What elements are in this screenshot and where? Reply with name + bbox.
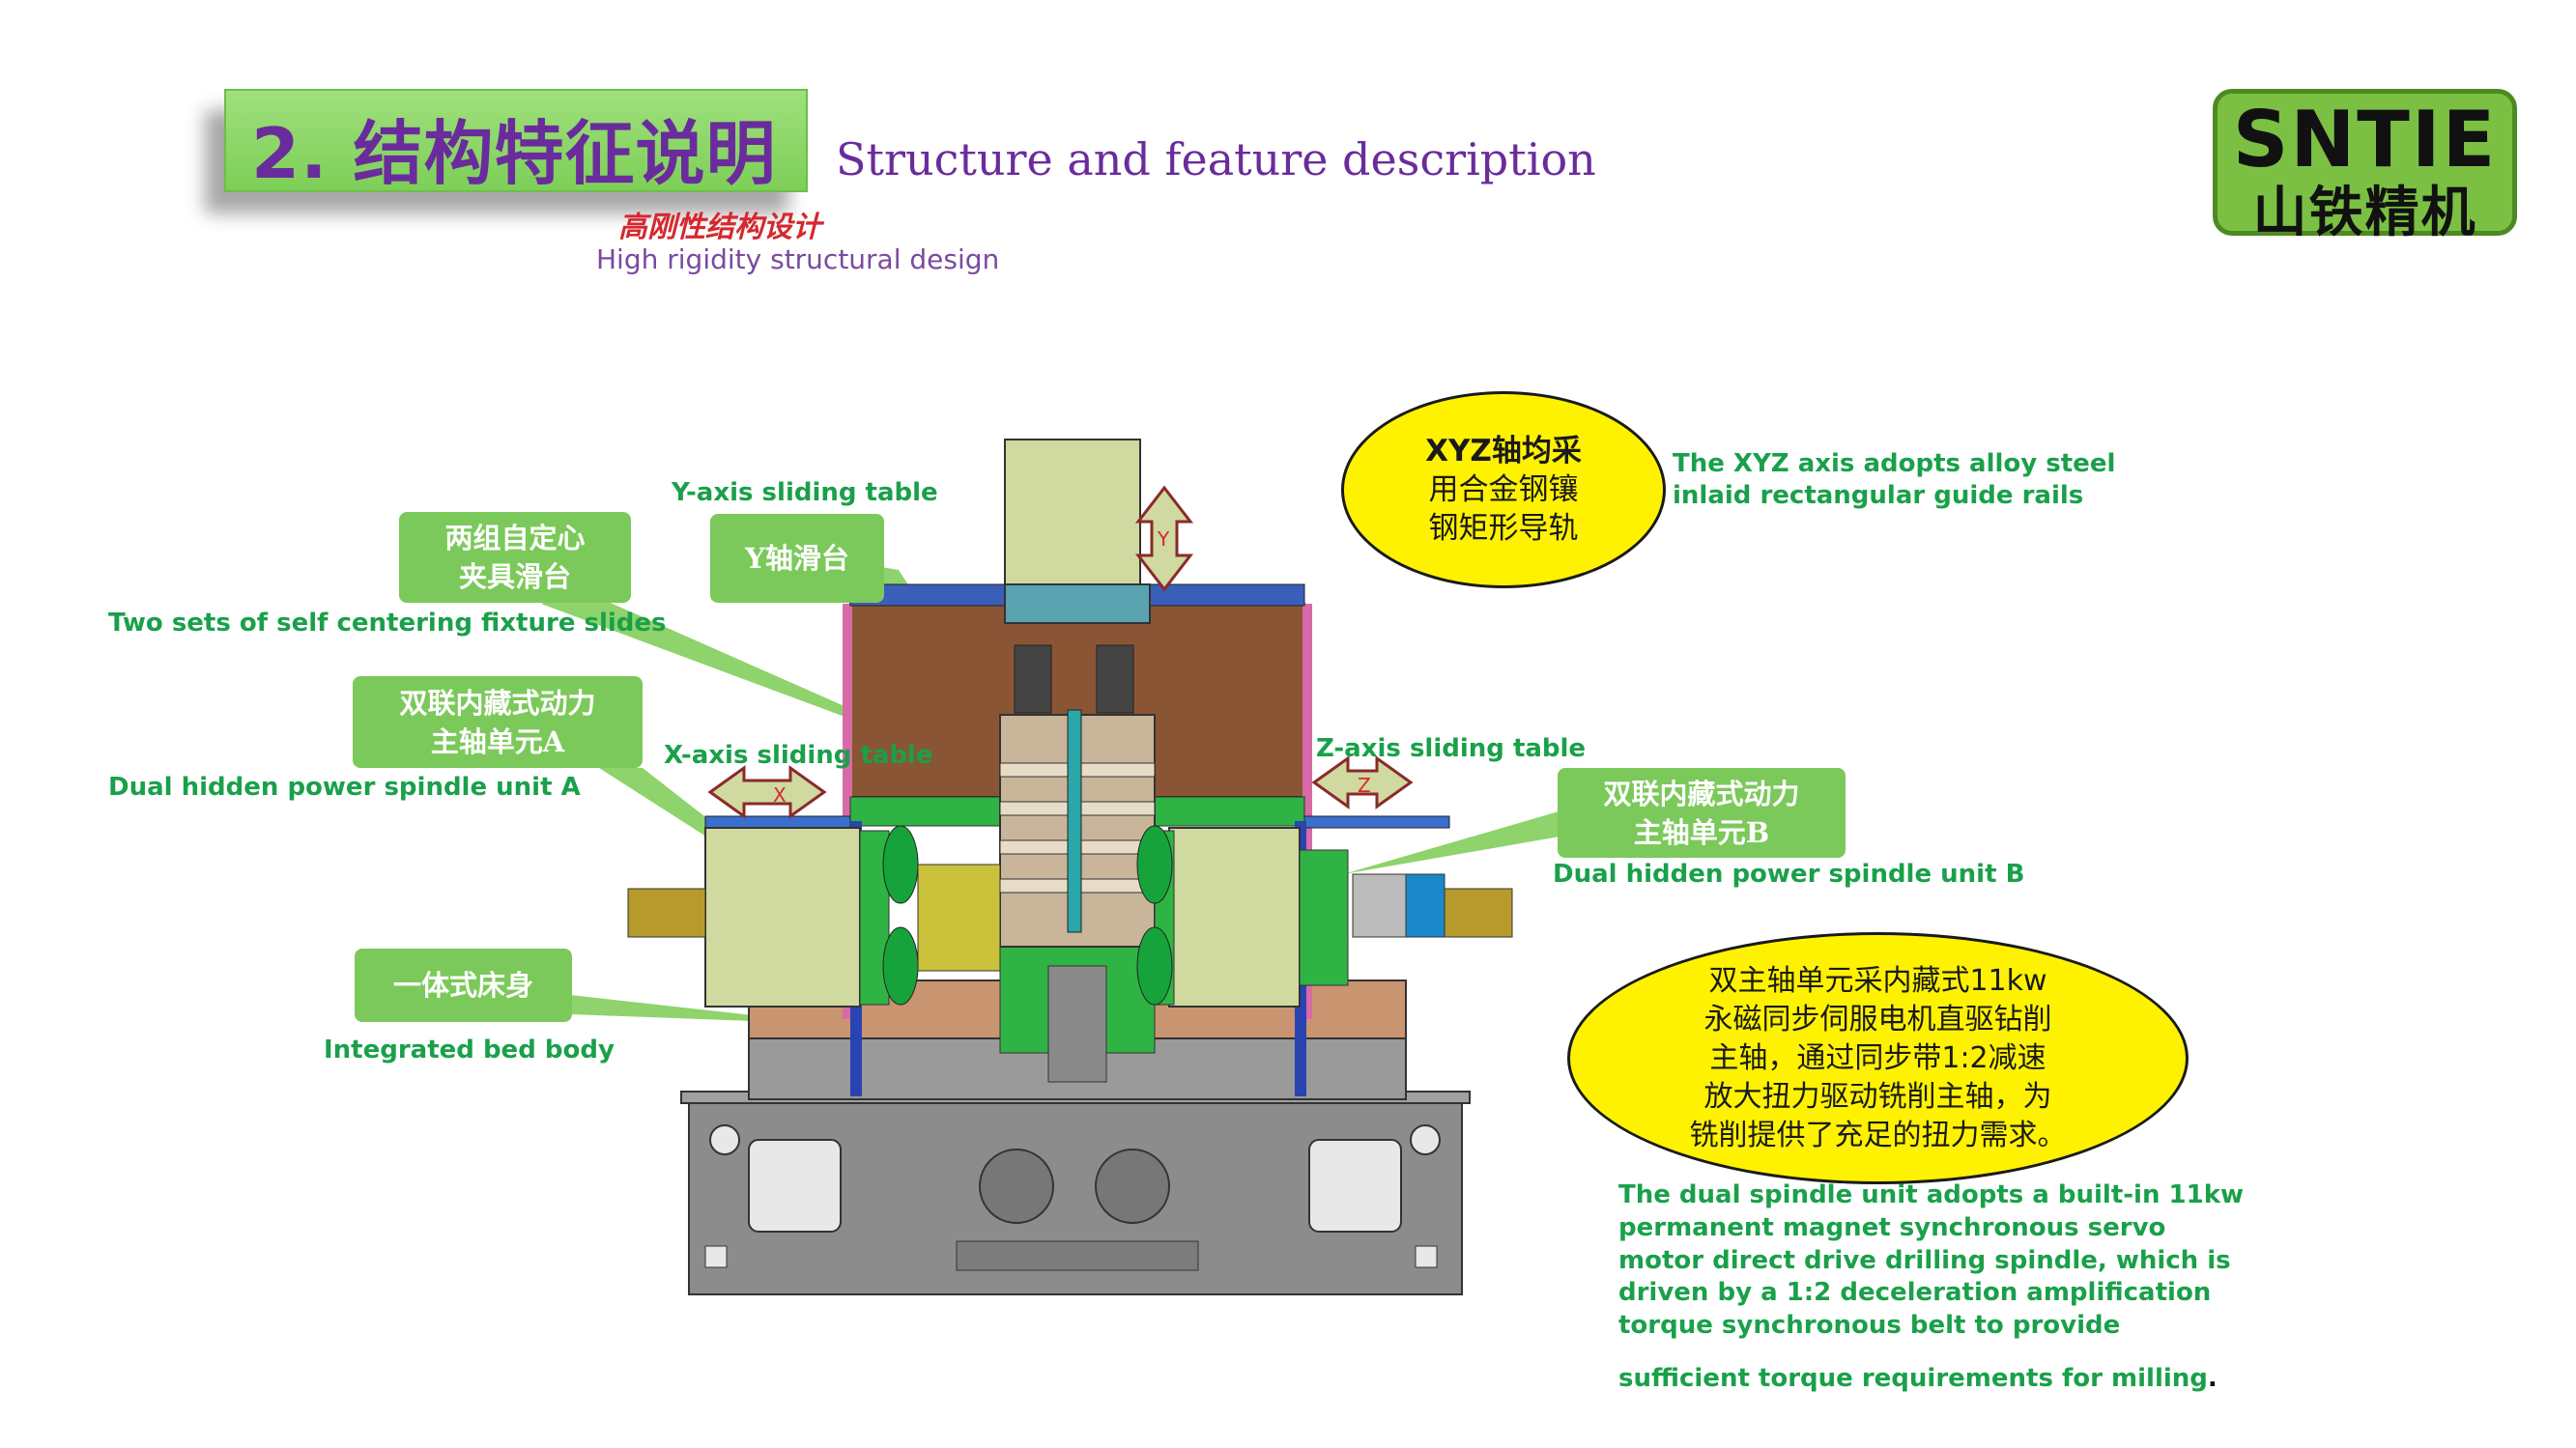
motor-text-zh-5: 铣削提供了充足的扭力需求。 [1689, 1118, 2067, 1152]
spindle-b-encoder [1405, 873, 1445, 938]
brand-logo-zh: 山铁精机 [2252, 182, 2477, 244]
spindle-a-label-zh-1: 双联内藏式动力 [399, 686, 596, 720]
fixture-label-en: Two sets of self centering fixture slide… [108, 609, 667, 638]
subtitle-zh: 高刚性结构设计 [618, 211, 821, 244]
motor-text-en-3: motor direct drive drilling spindle, whi… [1618, 1246, 2231, 1275]
pointer-spindle-b [1343, 809, 1565, 874]
subtitle-en: High rigidity structural design [596, 243, 1000, 275]
motor-text-en-end: . [2207, 1364, 2218, 1393]
brand-logo-en: SNTIE [2232, 95, 2498, 185]
center-post [1047, 965, 1107, 1083]
spindle-b-housing [1168, 827, 1301, 1008]
spindle-b-label-zh-1: 双联内藏式动力 [1603, 777, 1800, 810]
title-banner [224, 89, 808, 192]
xyz-text-en-2: inlaid rectangular guide rails [1673, 481, 2084, 510]
spindle-b-label-zh-2: 主轴单元B [1633, 815, 1770, 849]
y-axis-housing [1004, 439, 1141, 595]
spindle-a-label-zh-2: 主轴单元A [430, 724, 565, 758]
xyz-text-en-1: The XYZ axis adopts alloy steel [1673, 449, 2116, 478]
spindle-b-motor [1444, 888, 1513, 938]
xyz-text-zh-1: XYZ轴均采 [1425, 434, 1582, 468]
spindle-b-coupling [1299, 849, 1349, 986]
x-axis-rail [704, 815, 851, 829]
motor-ellipse: 双主轴单元采内藏式11kw 永磁同步伺服电机直驱钻削 主轴，通过同步带1:2减速… [1567, 932, 2189, 1184]
spindle-b-label-en: Dual hidden power spindle unit B [1553, 860, 2025, 889]
page-title-en: Structure and feature description [836, 133, 1596, 185]
spindle-a-nose [882, 926, 919, 1006]
motor-text-en-5: torque synchronous belt to provide [1618, 1311, 2121, 1340]
spindle-a-nose [882, 825, 919, 904]
fixture-label-zh-2: 夹具滑台 [458, 560, 571, 593]
y-table-label-en: Y-axis sliding table [672, 478, 938, 507]
bed-window-left [748, 1139, 842, 1233]
fixture-box: 两组自定心 夹具滑台 [399, 512, 631, 603]
xyz-ellipse: XYZ轴均采 用合金钢镶 钢矩形导轨 [1341, 391, 1666, 588]
z-axis-rail [1303, 815, 1450, 829]
y-table-box: Y轴滑台 [710, 514, 884, 603]
y-table-label-zh: Y轴滑台 [745, 542, 849, 575]
fixture-label-zh-1: 两组自定心 [444, 522, 586, 554]
motor-text-en-6-line: sufficient torque requirements for milli… [1618, 1364, 2218, 1393]
spindle-a-housing [704, 827, 861, 1008]
bed-label-en: Integrated bed body [324, 1036, 615, 1065]
x-table-label-en: X-axis sliding table [664, 741, 933, 770]
brand-logo [2213, 89, 2517, 236]
motor-text-en-1: The dual spindle unit adopts a built-in … [1618, 1180, 2245, 1209]
motor-text-en-2: permanent magnet synchronous servo [1618, 1213, 2166, 1242]
x-axis-arrow [707, 765, 827, 819]
frame-edge-right [1302, 604, 1312, 1019]
spindle-a-motor [627, 888, 706, 938]
motor-text-zh-1: 双主轴单元采内藏式11kw [1708, 963, 2047, 998]
bed-round-hole [1095, 1149, 1170, 1224]
y-axis-mark: Y [1157, 527, 1170, 551]
bed-slot [1415, 1245, 1438, 1268]
bed-bolt-hole [709, 1124, 740, 1155]
bed-chip-channel [956, 1240, 1199, 1271]
z-table-label-en: Z-axis sliding table [1316, 734, 1587, 763]
spindle-a-label-en: Dual hidden power spindle unit A [108, 773, 581, 802]
spindle-b-nose [1136, 825, 1173, 904]
bed-box: 一体式床身 [355, 949, 572, 1022]
bed-bolt-hole [1410, 1124, 1441, 1155]
y-axis-ballscrew [1067, 709, 1082, 933]
xyz-text-zh-2: 用合金钢镶 [1428, 472, 1579, 507]
spindle-b-box: 双联内藏式动力 主轴单元B [1558, 768, 1846, 858]
x-axis-mark: X [773, 783, 787, 807]
y-axis-cap [1004, 583, 1151, 624]
motor-text-en-6: sufficient torque requirements for milli… [1618, 1364, 2208, 1393]
motor-text-zh-3: 主轴，通过同步带1:2减速 [1709, 1040, 2046, 1075]
spindle-b-nose [1136, 926, 1173, 1006]
spindle-a-drive [917, 864, 1001, 972]
motor-text-en-4: driven by a 1:2 deceleration amplificati… [1618, 1278, 2212, 1307]
z-axis-mark: Z [1358, 774, 1371, 797]
motor-text-zh-4: 放大扭力驱动铣削主轴，为 [1703, 1079, 2052, 1114]
bed-label-zh: 一体式床身 [392, 969, 533, 1002]
spindle-a-box: 双联内藏式动力 主轴单元A [353, 676, 643, 768]
bed-window-right [1308, 1139, 1402, 1233]
y-axis-motor-left [1014, 644, 1052, 714]
y-axis-motor-right [1096, 644, 1134, 714]
spindle-b-motor-mount [1352, 873, 1407, 938]
frame-edge-left [843, 604, 852, 1019]
motor-text-zh-2: 永磁同步伺服电机直驱钻削 [1703, 1002, 2052, 1036]
z-axis-arrow [1311, 755, 1414, 809]
bed-round-hole [979, 1149, 1054, 1224]
xyz-text-zh-3: 钢矩形导轨 [1428, 511, 1579, 546]
bed-slot [704, 1245, 728, 1268]
page-title-zh: 2. 结构特征说明 [251, 113, 777, 194]
y-axis-arrow [1134, 485, 1194, 592]
